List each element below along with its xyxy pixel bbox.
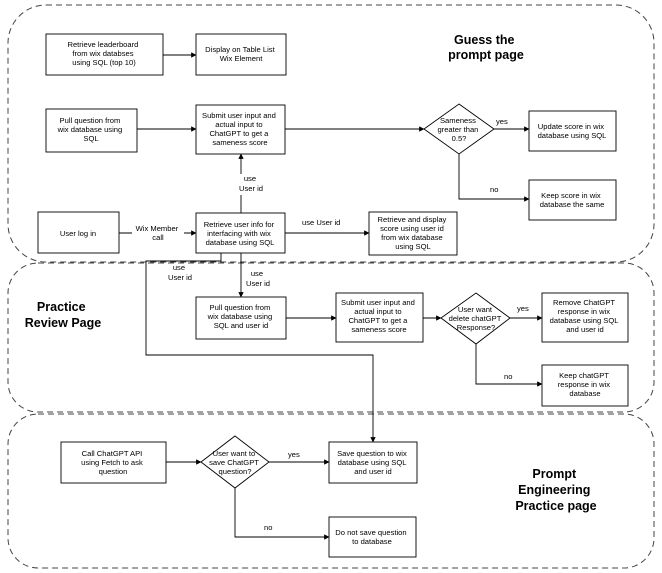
edge-delete-no-to-keep: [475, 344, 543, 387]
node-display-table-label: Display on Table List Wix Element: [205, 45, 277, 63]
node-keep-score: [528, 179, 617, 221]
section-guess-title: Guess the prompt page: [448, 33, 524, 62]
node-submit-input-1: [195, 104, 286, 155]
node-keep-response-label: Keep chatGPT response in wix database: [558, 371, 612, 398]
node-submit-input-1-label: Submit user input and actual input to Ch…: [202, 111, 278, 147]
node-update-score-label: Update score in wix database using SQL: [538, 122, 607, 140]
node-pull-question-2-label: Pull question from wix database using SQ…: [207, 303, 275, 330]
node-call-chatgpt: [60, 441, 167, 484]
node-remove-response-label: Remove ChatGPT response in wix database …: [550, 298, 621, 334]
edge-retrieve-to-save-question: [145, 253, 376, 443]
node-user-login-label: User log in: [60, 229, 96, 238]
node-save-question-label: Save question to wix database using SQL …: [337, 449, 409, 476]
section-review-title: Practice Review Page: [25, 300, 101, 330]
node-pull-question-2: [195, 296, 287, 340]
node-remove-response: [541, 292, 629, 343]
edge-label-no-1: no: [490, 185, 498, 194]
node-keep-response: [541, 364, 629, 407]
edge-label-use-userid-left: use User id: [168, 263, 192, 282]
node-retrieve-display-score-label: Retrieve and display score using user id…: [378, 215, 449, 251]
section-review-container: [7, 262, 655, 413]
node-save-question: [328, 441, 418, 484]
edge-label-use-userid-right: use User id: [302, 218, 340, 227]
node-pull-question-1-label: Pull question from wix database using SQ…: [57, 116, 125, 143]
node-save-decision-label: User want to save ChatGPT question?: [209, 449, 261, 476]
node-user-login: [37, 211, 120, 254]
edge-label-use-userid-up: use User id: [239, 174, 263, 193]
section-engineering-container: [7, 413, 655, 569]
edge-label-wix-member-call: Wix Member call: [136, 224, 181, 242]
node-save-decision: [200, 435, 270, 489]
node-delete-decision-label: User want delete chatGPT Response?: [449, 305, 504, 332]
node-sameness-decision: [423, 103, 495, 155]
node-update-score: [528, 110, 617, 152]
edge-label-no-2: no: [504, 372, 512, 381]
edge-decision-no-to-keep: [458, 154, 530, 202]
node-retrieve-user-info-label: Retrieve user info for interfacing with …: [204, 220, 277, 247]
node-delete-decision: [440, 292, 511, 345]
node-not-save: [328, 516, 417, 558]
node-retrieve-display-score: [368, 211, 458, 256]
node-keep-score-label: Keep score in wix database the same: [540, 191, 605, 209]
edge-label-yes-2: yes: [517, 304, 529, 313]
node-retrieve-user-info: [195, 212, 286, 254]
node-sameness-decision-label: Sameness greater than 0.5?: [437, 116, 480, 143]
node-pull-question-1: [45, 108, 138, 153]
node-call-chatgpt-label: Call ChatGPT API using Fetch to ask ques…: [81, 449, 145, 476]
edge-save-no-to-not-save: [234, 488, 330, 540]
section-guess-container: [7, 4, 655, 263]
section-engineering-title: Prompt Engineering Practice page: [515, 467, 596, 513]
node-submit-input-2: [335, 292, 424, 343]
edge-label-yes-3: yes: [288, 450, 300, 459]
edge-label-no-3: no: [264, 523, 272, 532]
node-retrieve-leaderboard-label: Retrieve leaderboard from wix databses u…: [67, 40, 140, 67]
edge-label-use-userid-down: use User id: [246, 269, 270, 288]
node-retrieve-leaderboard: [45, 33, 164, 76]
node-display-table: [195, 33, 287, 76]
edge-label-yes-1: yes: [496, 117, 508, 126]
node-submit-input-2-label: Submit user input and actual input to Ch…: [341, 298, 417, 334]
node-not-save-label: Do not save question to database: [335, 528, 408, 546]
